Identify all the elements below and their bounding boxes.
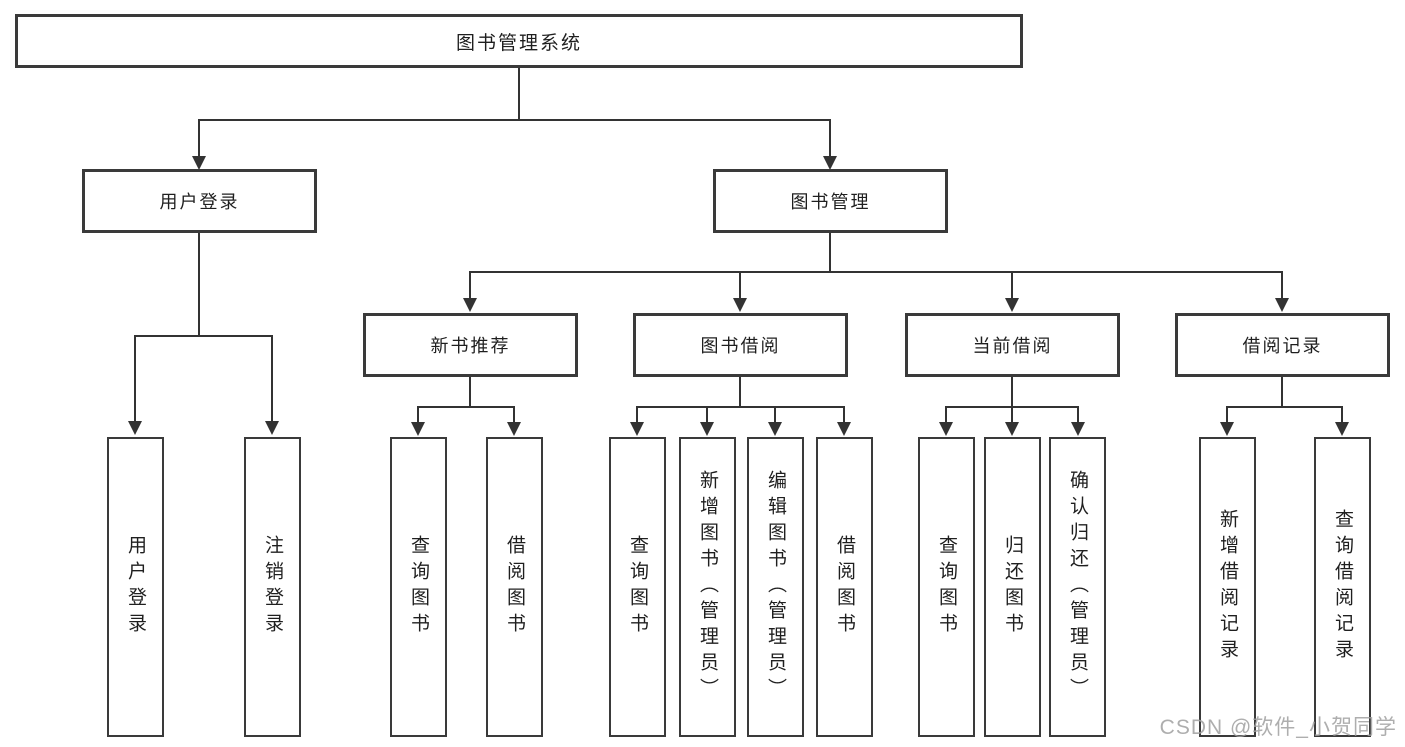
arrow-down-icon: [768, 422, 782, 436]
node-label: 用户登录: [159, 192, 240, 212]
arrow-down-icon: [823, 156, 837, 170]
node-label: 图书管理系统: [455, 32, 582, 54]
connector-line: [1011, 377, 1013, 408]
leaf-query-books-recommend: 查询图书: [390, 437, 447, 737]
leaf-query-books-current: 查询图书: [918, 437, 975, 737]
leaf-label: 查询图书: [936, 535, 957, 639]
arrow-down-icon: [630, 422, 644, 436]
leaf-borrow-books-borrowing: 借阅图书: [816, 437, 873, 737]
connector-line: [1281, 271, 1283, 299]
connector-line: [271, 335, 273, 422]
arrow-down-icon: [1275, 298, 1289, 312]
node-label: 当前借阅: [972, 336, 1053, 356]
leaf-add-book-admin: 新增图书（管理员）: [679, 437, 736, 737]
leaf-query-books-borrowing: 查询图书: [609, 437, 666, 737]
leaf-user-login: 用户登录: [107, 437, 164, 737]
arrow-down-icon: [1335, 422, 1349, 436]
node-label: 新书推荐: [430, 336, 511, 356]
leaf-label: 查询图书: [627, 535, 648, 639]
node-label: 图书管理: [790, 192, 871, 212]
connector-line: [1226, 406, 1343, 408]
node-book-borrowing: 图书借阅: [633, 313, 848, 377]
connector-line: [518, 68, 520, 120]
connector-line: [706, 406, 708, 423]
leaf-label: 确认归还（管理员）: [1067, 470, 1088, 704]
leaf-label: 新增借阅记录: [1217, 509, 1238, 665]
leaf-label: 借阅图书: [834, 535, 855, 639]
csdn-watermark: CSDN @软件_小贺同学: [1159, 716, 1397, 739]
connector-line: [1226, 406, 1228, 423]
connector-line: [198, 119, 831, 121]
node-new-book-recommendation: 新书推荐: [363, 313, 578, 377]
connector-line: [774, 406, 776, 423]
node-user-login: 用户登录: [82, 169, 317, 233]
leaf-return-book: 归还图书: [984, 437, 1041, 737]
arrow-down-icon: [733, 298, 747, 312]
connector-line: [513, 406, 515, 423]
connector-line: [636, 406, 844, 408]
node-current-borrowing: 当前借阅: [905, 313, 1120, 377]
arrow-down-icon: [700, 422, 714, 436]
leaf-label: 用户登录: [125, 535, 146, 639]
node-borrowing-records: 借阅记录: [1175, 313, 1390, 377]
connector-line: [469, 377, 471, 408]
arrow-down-icon: [463, 298, 477, 312]
connector-line: [417, 406, 515, 408]
connector-line: [1281, 377, 1283, 408]
connector-line: [829, 233, 831, 273]
leaf-label: 注销登录: [262, 535, 283, 639]
connector-line: [739, 377, 741, 408]
leaf-borrow-books-recommend: 借阅图书: [486, 437, 543, 737]
arrow-down-icon: [837, 422, 851, 436]
arrow-down-icon: [128, 421, 142, 435]
connector-line: [198, 119, 200, 157]
leaf-query-borrow-record: 查询借阅记录: [1314, 437, 1371, 737]
leaf-confirm-return-admin: 确认归还（管理员）: [1049, 437, 1106, 737]
node-library-management-system: 图书管理系统: [15, 14, 1023, 68]
connector-line: [417, 406, 419, 423]
arrow-down-icon: [1005, 422, 1019, 436]
arrow-down-icon: [507, 422, 521, 436]
leaf-label: 借阅图书: [504, 535, 525, 639]
connector-line: [739, 271, 741, 299]
connector-line: [1077, 406, 1079, 423]
connector-line: [636, 406, 638, 423]
leaf-add-borrow-record: 新增借阅记录: [1199, 437, 1256, 737]
connector-line: [198, 233, 200, 337]
connector-line: [945, 406, 947, 423]
leaf-logout: 注销登录: [244, 437, 301, 737]
leaf-edit-book-admin: 编辑图书（管理员）: [747, 437, 804, 737]
connector-line: [1011, 406, 1013, 423]
leaf-label: 归还图书: [1002, 535, 1023, 639]
node-book-management: 图书管理: [713, 169, 948, 233]
arrow-down-icon: [1005, 298, 1019, 312]
leaf-label: 查询借阅记录: [1332, 509, 1353, 665]
connector-line: [843, 406, 845, 423]
node-label: 借阅记录: [1242, 336, 1323, 356]
leaf-label: 新增图书（管理员）: [697, 470, 718, 704]
connector-line: [469, 271, 471, 299]
arrow-down-icon: [411, 422, 425, 436]
leaf-label: 查询图书: [408, 535, 429, 639]
arrow-down-icon: [265, 421, 279, 435]
connector-line: [469, 271, 1282, 273]
connector-line: [1011, 271, 1013, 299]
arrow-down-icon: [939, 422, 953, 436]
arrow-down-icon: [192, 156, 206, 170]
connector-line: [134, 335, 273, 337]
leaf-label: 编辑图书（管理员）: [765, 470, 786, 704]
connector-line: [134, 335, 136, 422]
connector-line: [829, 119, 831, 157]
node-label: 图书借阅: [700, 336, 781, 356]
arrow-down-icon: [1220, 422, 1234, 436]
connector-line: [1341, 406, 1343, 423]
arrow-down-icon: [1071, 422, 1085, 436]
